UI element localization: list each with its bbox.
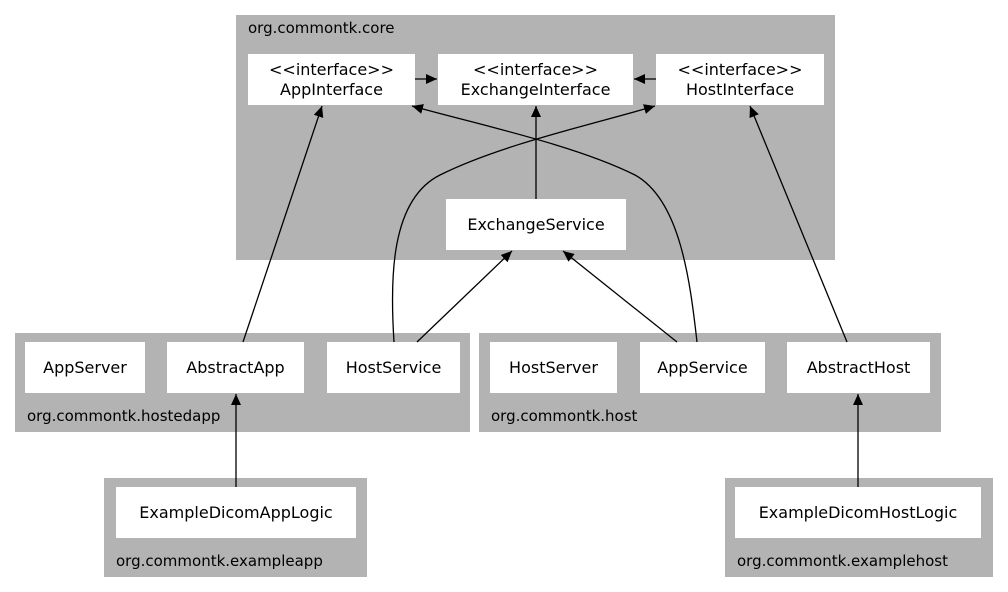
node-example-dicom-app-logic: ExampleDicomAppLogic	[116, 487, 356, 538]
app-service-name: AppService	[657, 357, 748, 377]
cluster-label-host: org.commontk.host	[491, 407, 638, 425]
host-server-name: HostServer	[509, 357, 598, 377]
abstract-host-name: AbstractHost	[806, 357, 911, 377]
abstract-app-name: AbstractApp	[186, 357, 285, 377]
node-host-interface: <<interface>> HostInterface	[656, 54, 824, 105]
node-host-server: HostServer	[490, 342, 617, 393]
example-dicom-app-logic-name: ExampleDicomAppLogic	[139, 502, 333, 522]
cluster-label-examplehost: org.commontk.examplehost	[737, 552, 948, 570]
host-interface-name: HostInterface	[685, 79, 795, 99]
node-app-service: AppService	[640, 342, 765, 393]
host-service-name: HostService	[345, 357, 442, 377]
exchange-service-name: ExchangeService	[467, 214, 605, 234]
node-abstract-app: AbstractApp	[167, 342, 304, 393]
example-dicom-host-logic-name: ExampleDicomHostLogic	[758, 502, 958, 522]
node-app-server: AppServer	[25, 342, 145, 393]
app-interface-stereotype: <<interface>>	[269, 59, 394, 79]
node-app-interface: <<interface>> AppInterface	[248, 54, 415, 105]
node-host-service: HostService	[327, 342, 460, 393]
exchange-interface-stereotype: <<interface>>	[473, 59, 598, 79]
edge-appservice-to-exchangeservice	[562, 250, 678, 343]
app-interface-name: AppInterface	[280, 79, 383, 99]
node-exchange-interface: <<interface>> ExchangeInterface	[438, 54, 633, 105]
node-exchange-service: ExchangeService	[446, 199, 626, 250]
node-abstract-host: AbstractHost	[787, 342, 930, 393]
cluster-label-core: org.commontk.core	[248, 19, 395, 37]
cluster-label-exampleapp: org.commontk.exampleapp	[116, 552, 323, 570]
app-server-name: AppServer	[43, 357, 127, 377]
exchange-interface-name: ExchangeInterface	[460, 79, 611, 99]
host-interface-stereotype: <<interface>>	[677, 59, 803, 79]
cluster-label-hostedapp: org.commontk.hostedapp	[27, 407, 221, 425]
node-example-dicom-host-logic: ExampleDicomHostLogic	[735, 487, 981, 538]
edge-hostservice-to-exchangeservice	[416, 250, 513, 343]
